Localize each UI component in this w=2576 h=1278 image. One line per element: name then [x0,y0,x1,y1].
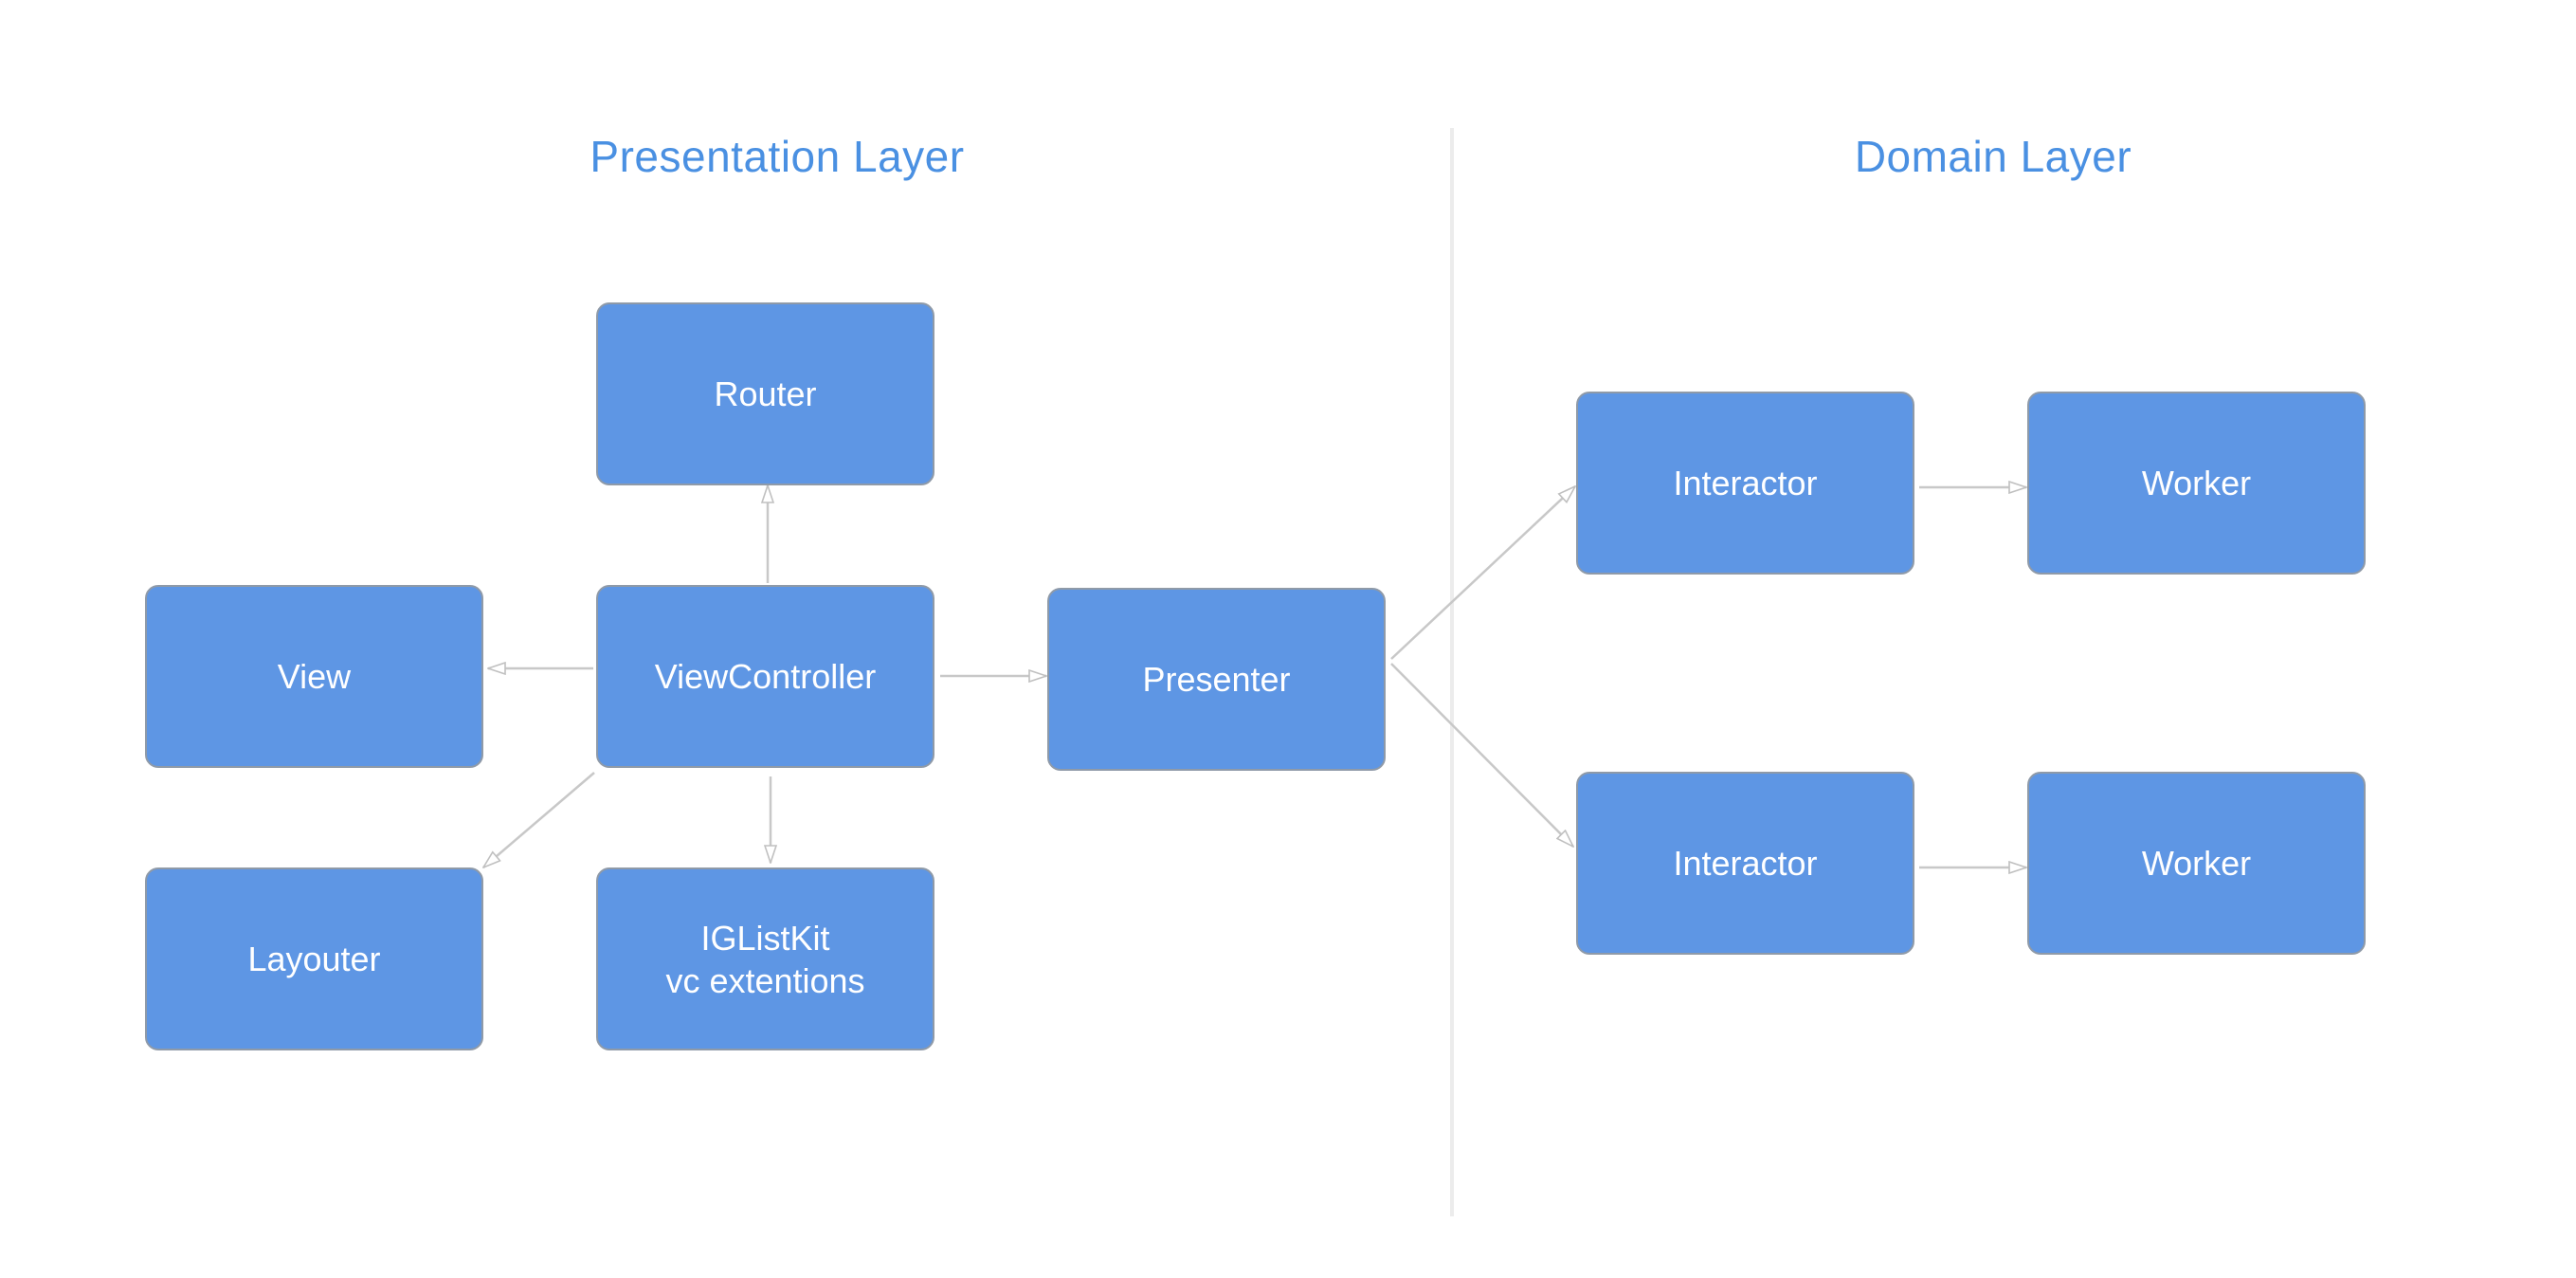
domain-layer-title: Domain Layer [1854,132,2132,181]
worker-top-node: Worker [2027,392,2366,575]
edge-viewcontroller-layouter [483,772,595,867]
presenter-node: Presenter [1047,588,1386,771]
worker-bottom-node: Worker [2027,772,2366,955]
edge-presenter-interactor-top [1390,486,1575,660]
presentation-layer-title: Presentation Layer [590,132,965,181]
layouter-node: Layouter [145,867,483,1050]
interactor-top-node: Interactor [1576,392,1914,575]
viewcontroller-node: ViewController [596,585,934,768]
edge-presenter-interactor-bottom [1390,663,1573,847]
view-node: View [145,585,483,768]
iglistkit-node: IGListKit vc extentions [596,867,934,1050]
layer-divider [1450,128,1454,1216]
interactor-bottom-node: Interactor [1576,772,1914,955]
router-node: Router [596,302,934,485]
